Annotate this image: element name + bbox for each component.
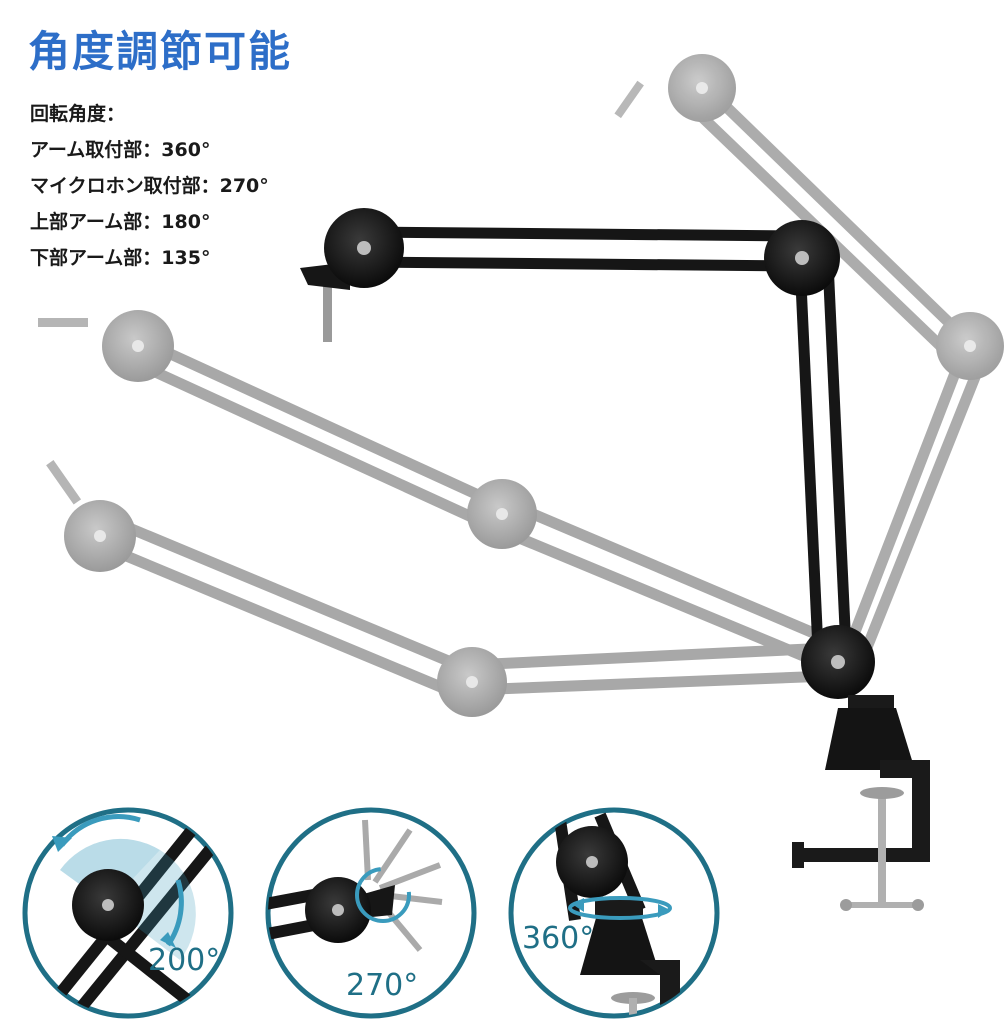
spec-arm-mount: アーム取付部：360°: [30, 139, 211, 161]
page-title: 角度調節可能: [28, 27, 293, 76]
detail-label-270: 270°: [346, 968, 418, 1003]
detail-circle-arm-mount: [508, 807, 720, 1019]
detail-label-200: 200°: [148, 943, 220, 978]
rotation-spec-list: 回転角度： アーム取付部：360° マイクロホン取付部：270° 上部アーム部：…: [30, 96, 269, 276]
spec-upper-arm: 上部アーム部：180°: [30, 211, 211, 233]
detail-circle-mic-mount: [265, 807, 477, 1019]
detail-label-360: 360°: [522, 921, 594, 956]
spec-heading: 回転角度：: [30, 103, 126, 125]
ghost-arm-middle: [38, 310, 833, 671]
black-boom-arm: [300, 208, 930, 911]
ghost-arm-lower: [46, 460, 831, 717]
spec-lower-arm: 下部アーム部：135°: [30, 247, 211, 269]
spec-mic-mount: マイクロホン取付部：270°: [30, 175, 269, 197]
detail-circle-lower-arm: [22, 807, 234, 1019]
